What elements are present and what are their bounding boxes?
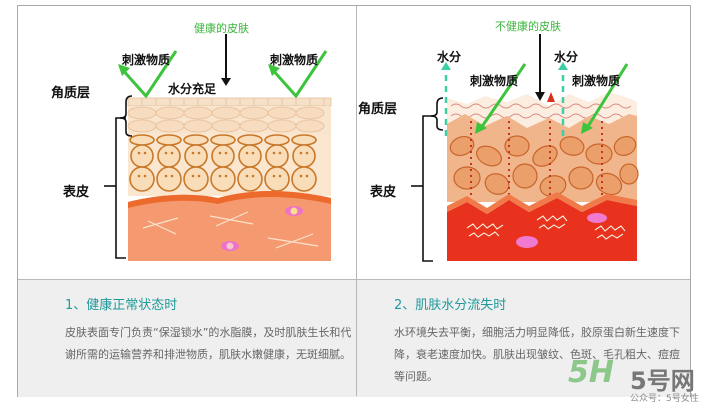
irritant-label-right: 刺激物质	[572, 74, 621, 88]
diagram-frame: 健康的皮肤 刺激物质 刺激物质 水分充足 角质层 表皮	[17, 5, 691, 397]
watermark-subtitle: 公众号：5号女性	[630, 394, 699, 404]
moisture-sufficient-label: 水分充足	[168, 82, 217, 96]
unhealthy-skin-panel: 不健康的皮肤 水分 水分 刺激物质 刺激物质 角质层 表皮	[357, 6, 695, 279]
water-label-left: 水分	[437, 50, 462, 64]
irritant-label-left: 刺激物质	[470, 74, 519, 88]
watermark-brand: 5号网	[630, 367, 695, 395]
healthy-skin-panel: 健康的皮肤 刺激物质 刺激物质 水分充足 角质层 表皮	[18, 6, 356, 279]
irritant-label-left: 刺激物质	[122, 53, 171, 67]
irritant-label-right: 刺激物质	[270, 53, 319, 67]
unhealthy-skin-illustration	[411, 34, 639, 262]
unhealthy-skin-title: 不健康的皮肤	[495, 20, 561, 33]
healthy-body: 皮肤表面专门负责“保湿锁水”的水脂膜，及时肌肤生长和代谢所需的运输营养和排泄物质…	[65, 326, 352, 361]
watermark: 5H 5号网 公众号：5号女性	[568, 353, 713, 409]
horizontal-separator	[18, 279, 690, 280]
dehydrated-heading: 2、肌肤水分流失时	[394, 298, 507, 313]
epidermis-label: 表皮	[63, 185, 90, 200]
vertical-divider	[356, 6, 357, 396]
stratum-corneum-label: 角质层	[51, 86, 91, 101]
dehydrated-body: 水环境失去平衡，细胞活力明显降低，胶原蛋白新生速度下降，衰老速度加快。肌肤出现皱…	[394, 326, 680, 383]
healthy-skin-title: 健康的皮肤	[194, 22, 249, 35]
description-background	[18, 280, 690, 397]
stratum-corneum-label: 角质层	[358, 102, 398, 117]
epidermis-label: 表皮	[370, 185, 397, 200]
healthy-skin-illustration	[104, 34, 332, 261]
watermark-logo-icon: 5H	[568, 355, 614, 390]
water-label-right: 水分	[554, 50, 579, 64]
healthy-heading: 1、健康正常状态时	[65, 298, 178, 313]
